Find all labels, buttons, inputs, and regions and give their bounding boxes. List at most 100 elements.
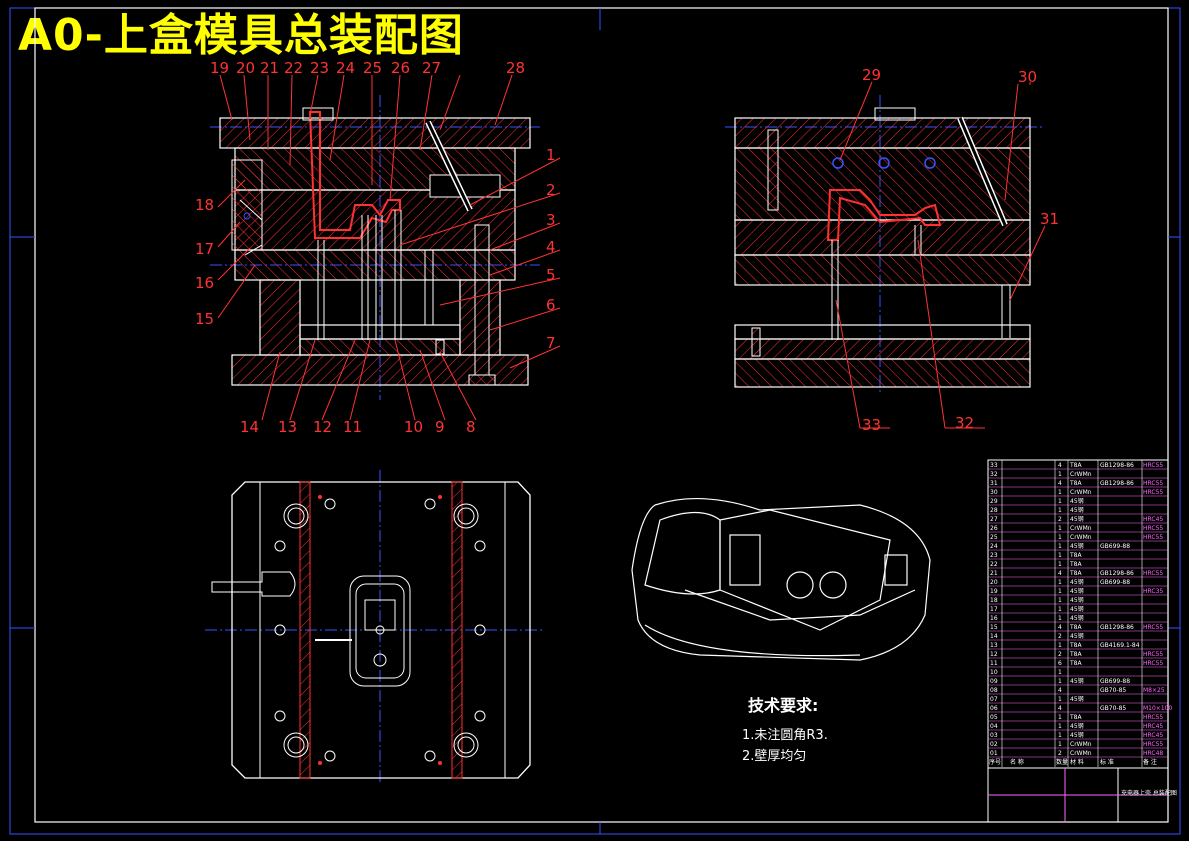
bom-row-note: HRC45 — [1143, 723, 1163, 730]
bom-row-note: HRC55 — [1143, 570, 1163, 577]
bom-row-quantity: 1 — [1058, 507, 1062, 514]
bom-row-number: 29 — [990, 498, 998, 505]
bom-row-material: 45钢 — [1070, 677, 1084, 685]
bom-row-number: 21 — [990, 570, 998, 577]
bom-row-quantity: 1 — [1058, 579, 1062, 586]
bom-row-note: HRC55 — [1143, 651, 1163, 658]
callout-2: 2 — [546, 181, 556, 199]
bom-row-note: HRC55 — [1143, 525, 1163, 532]
bom-row-number: 23 — [990, 552, 998, 559]
bom-row-number: 01 — [990, 750, 998, 757]
bom-row-quantity: 2 — [1058, 750, 1062, 757]
bom-row-number: 02 — [990, 741, 998, 748]
bom-row-material: T8A — [1069, 561, 1082, 568]
bom-row-quantity: 1 — [1058, 588, 1062, 595]
left-view-callout-labels: 19 20 21 22 23 24 25 26 27 28 1 2 3 4 5 … — [195, 59, 556, 436]
bom-row-material: T8A — [1069, 660, 1082, 667]
side-section-view — [725, 95, 1045, 395]
bom-row-quantity: 4 — [1058, 570, 1062, 577]
bom-row-quantity: 1 — [1058, 561, 1062, 568]
callout-28: 28 — [506, 59, 525, 77]
callout-18: 18 — [195, 196, 214, 214]
bom-column-header: 材 料 — [1070, 758, 1084, 766]
bom-row-material: CrWMn — [1070, 741, 1092, 748]
bom-row-quantity: 2 — [1058, 516, 1062, 523]
bom-row-material: 45钢 — [1070, 614, 1084, 622]
bom-row-material: 45钢 — [1070, 497, 1084, 505]
bom-row-quantity: 1 — [1058, 696, 1062, 703]
bom-row-standard: GB699-88 — [1100, 543, 1130, 550]
bom-row-quantity: 2 — [1058, 651, 1062, 658]
bom-row-material: T8A — [1069, 624, 1082, 631]
bom-row-number: 09 — [990, 678, 998, 685]
bom-row-standard: GB1298-86 — [1100, 462, 1134, 469]
callout-23: 23 — [310, 59, 329, 77]
bom-row-quantity: 1 — [1058, 642, 1062, 649]
bom-row-number: 10 — [990, 669, 998, 676]
inner-border — [34, 7, 1169, 823]
callout-8: 8 — [466, 418, 476, 436]
bom-row-quantity: 4 — [1058, 480, 1062, 487]
bom-row-number: 03 — [990, 732, 998, 739]
bom-row-quantity: 1 — [1058, 597, 1062, 604]
bom-row-standard: GB70-85 — [1100, 687, 1126, 694]
bom-row-material: 45钢 — [1070, 695, 1084, 703]
bom-row-number: 15 — [990, 624, 998, 631]
bom-row-note: HRC55 — [1143, 534, 1163, 541]
bom-row-material: 45钢 — [1070, 578, 1084, 586]
bom-row-material: 45钢 — [1070, 506, 1084, 514]
bom-row-material: 45钢 — [1070, 605, 1084, 613]
bom-row-number: 08 — [990, 687, 998, 694]
callout-32: 32 — [955, 414, 974, 432]
plan-view — [205, 470, 545, 785]
tech-requirement-1: 1.未注圆角R3. — [742, 728, 828, 743]
bom-row-quantity: 4 — [1058, 687, 1062, 694]
callout-21: 21 — [260, 59, 279, 77]
bom-row-note: HRC55 — [1143, 480, 1163, 487]
bom-row-material: 45钢 — [1070, 731, 1084, 739]
bom-row-quantity: 1 — [1058, 714, 1062, 721]
bom-row-quantity: 1 — [1058, 525, 1062, 532]
callout-5: 5 — [546, 266, 556, 284]
bom-row-material: T8A — [1069, 714, 1082, 721]
callout-26: 26 — [391, 59, 410, 77]
bom-row-note: HRC55 — [1143, 462, 1163, 469]
callout-25: 25 — [363, 59, 382, 77]
bom-row-standard: GB4169.1-84 — [1100, 642, 1140, 649]
callout-1: 1 — [546, 146, 556, 164]
callout-19: 19 — [210, 59, 229, 77]
callout-31: 31 — [1040, 210, 1059, 228]
bom-row-quantity: 1 — [1058, 678, 1062, 685]
bom-row-quantity: 1 — [1058, 543, 1062, 550]
bom-row-material: T8A — [1069, 462, 1082, 469]
bom-row-note: M8×25 — [1143, 687, 1165, 694]
bom-row-quantity: 4 — [1058, 462, 1062, 469]
bom-row-material: 45钢 — [1070, 542, 1084, 550]
bom-row-quantity: 1 — [1058, 471, 1062, 478]
callout-17: 17 — [195, 240, 214, 258]
bom-column-header: 序号 — [989, 758, 1001, 766]
bom-row-quantity: 1 — [1058, 534, 1062, 541]
bom-row-material: T8A — [1069, 570, 1082, 577]
bom-row-note: HRC55 — [1143, 714, 1163, 721]
bom-row-quantity: 1 — [1058, 615, 1062, 622]
callout-3: 3 — [546, 211, 556, 229]
bom-row-number: 12 — [990, 651, 998, 658]
bom-row-number: 27 — [990, 516, 998, 523]
bom-row-number: 04 — [990, 723, 998, 730]
callout-15: 15 — [195, 310, 214, 328]
bom-row-number: 06 — [990, 705, 998, 712]
callout-11: 11 — [343, 418, 362, 436]
bom-row-number: 28 — [990, 507, 998, 514]
bom-row-number: 33 — [990, 462, 998, 469]
bom-row-standard: GB1298-86 — [1100, 624, 1134, 631]
bom-row-number: 32 — [990, 471, 998, 478]
part-isometric-view — [631, 497, 931, 661]
bom-row-quantity: 1 — [1058, 732, 1062, 739]
tech-requirement-2: 2.壁厚均匀 — [742, 749, 807, 764]
bom-row-quantity: 2 — [1058, 633, 1062, 640]
bom-row-material: 45钢 — [1070, 722, 1084, 730]
bom-row-quantity: 1 — [1058, 669, 1062, 676]
